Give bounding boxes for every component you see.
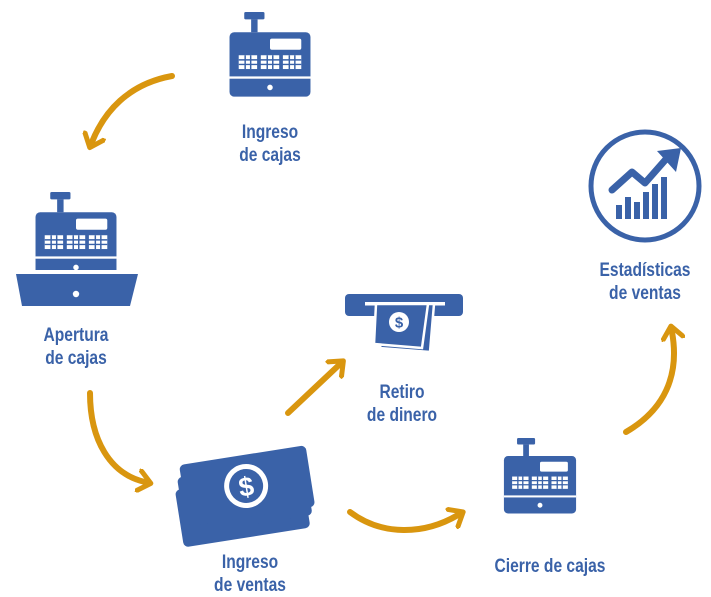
svg-text:$: $: [237, 471, 257, 503]
arrow-ingreso-cajas-to-apertura: [92, 73, 175, 142]
label-apertura-cajas: Apertura de cajas: [43, 325, 109, 369]
arrow-cierre-to-estadisticas: [623, 332, 674, 435]
label-ingreso-cajas: Ingreso de cajas: [239, 122, 301, 166]
label-ingreso-ventas: Ingreso de ventas: [214, 552, 286, 596]
rising-chart-icon: [588, 129, 702, 243]
label-cierre-cajas: Cierre de cajas: [494, 556, 606, 577]
label-retiro-dinero: Retiro de dinero: [366, 382, 438, 426]
open-cash-register-icon: [34, 191, 118, 278]
arrow-ingreso-ventas-to-retiro: [285, 365, 339, 416]
cash-register-icon: [503, 437, 577, 515]
money-withdrawal-icon: $: [345, 294, 463, 354]
cash-register-icon: [228, 11, 312, 98]
svg-text:$: $: [395, 315, 404, 332]
cash-drawer-icon: [16, 270, 138, 306]
arrow-apertura-to-ingreso-ventas: [87, 390, 145, 482]
arrow-ingreso-ventas-to-cierre: [347, 512, 458, 533]
label-estadisticas-ventas: Estadísticas de ventas: [599, 260, 691, 304]
banknotes-icon: $: [175, 445, 315, 547]
